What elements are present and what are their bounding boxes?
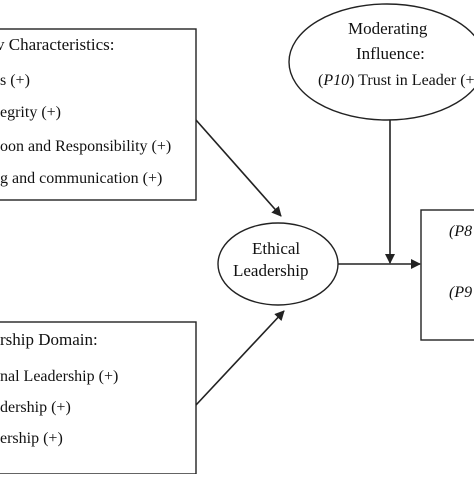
ethical-line2: Leadership — [233, 261, 309, 280]
domain-item-2: dership (+) — [0, 399, 71, 416]
characteristic-item-2: egrity (+) — [0, 104, 61, 121]
characteristic-item-1: s (+) — [0, 72, 30, 89]
ethical-line1: Ethical — [252, 239, 301, 258]
proposition-p10: P10 — [323, 72, 350, 89]
arrow-characteristics-to-ethical — [195, 119, 282, 217]
moderating-trust-line: (P10) Trust in Leader (+ — [318, 72, 474, 89]
moderating-line2: Influence: — [356, 44, 425, 63]
domain-item-1: nal Leadership (+) — [0, 368, 119, 385]
characteristic-item-3: oon and Responsibility (+) — [0, 138, 172, 155]
arrow-domain-to-ethical — [195, 310, 285, 406]
outcome-item-1: (P8 — [449, 223, 473, 240]
moderating-line1: Moderating — [348, 19, 428, 38]
moderating-ellipse — [288, 3, 474, 121]
domain-title: rship Domain: — [0, 330, 98, 349]
characteristics-title: v Characteristics: — [0, 35, 115, 54]
characteristic-item-4: g and communication (+) — [0, 170, 163, 187]
outcome-item-2: (P9 — [449, 284, 473, 301]
domain-item-3: ership (+) — [0, 430, 63, 447]
bottom-domain-box — [0, 321, 197, 475]
trust-in-leader-text: Trust in Leader (+ — [354, 72, 474, 89]
top-characteristics-box — [0, 28, 197, 201]
outcome-box — [420, 209, 474, 341]
